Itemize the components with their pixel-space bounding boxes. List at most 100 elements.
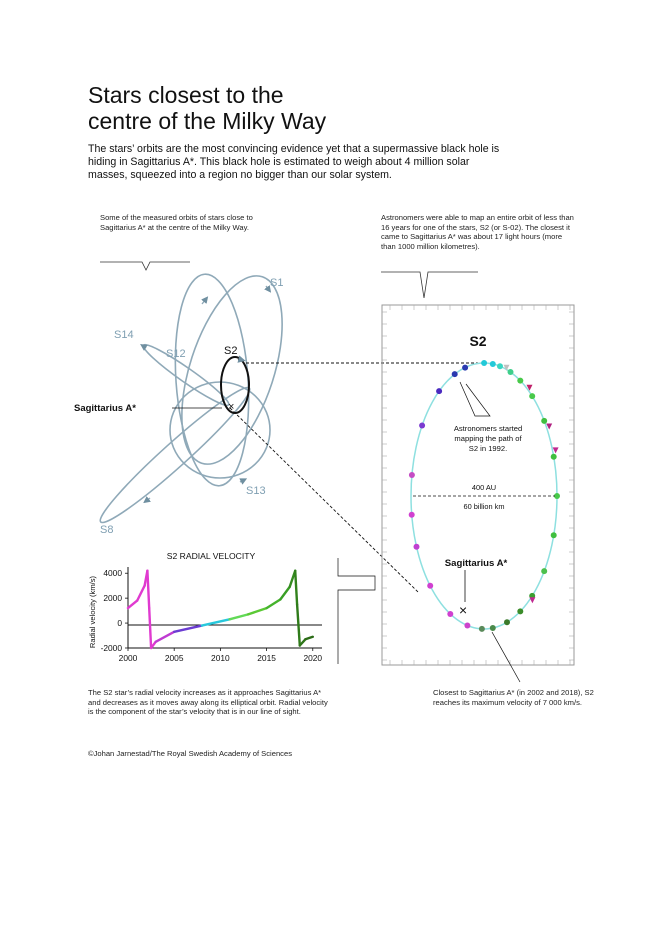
orbit-direction-arrow (239, 478, 248, 485)
chart-line-segment (295, 603, 301, 647)
intro-text: The stars’ orbits are the most convincin… (88, 143, 500, 182)
mapping-note-leader (459, 381, 491, 417)
s2-observation-point (419, 422, 426, 429)
chart-line-segment (126, 599, 139, 610)
orbit-direction-arrow (264, 285, 272, 293)
radial-velocity-caption: The S2 star’s radial velocity increases … (88, 688, 328, 717)
orbit-direction-arrow (140, 344, 148, 351)
sgr-cross-small: × (228, 401, 234, 413)
s2-observations (408, 360, 560, 632)
chart-line-segment (246, 606, 268, 616)
orbit-s13 (169, 381, 271, 479)
chart-line-segment (228, 613, 250, 621)
s2-observation-point (447, 611, 454, 617)
s2-observation-point (541, 417, 548, 424)
s2-sagittarius-label: Sagittarius A* (445, 558, 508, 569)
chart-bracket (337, 558, 376, 664)
orbit-s1 (181, 275, 283, 465)
scale-km: 60 billion km (463, 502, 504, 511)
chart-x-tick-label: 2000 (119, 653, 138, 663)
chart-x-tick-label: 2005 (165, 653, 184, 663)
s2-observation-point (462, 364, 469, 371)
s2-observation-point (541, 568, 548, 575)
chart-y-tick-label: 4000 (103, 568, 122, 578)
s2-observation-point (413, 543, 420, 550)
scale-au: 400 AU (472, 483, 496, 492)
chart-line-segment (200, 618, 231, 627)
s2-panel-title: S2 (469, 333, 486, 349)
orbit-direction-arrow (143, 496, 151, 504)
chart-x-tick-label: 2010 (211, 653, 230, 663)
chart-x-tick-label: 2015 (257, 653, 276, 663)
label-s1: S1 (270, 277, 283, 289)
s2-observation-marker (526, 384, 533, 391)
s2-observation-marker (552, 447, 559, 454)
s2-observation-point (517, 608, 524, 615)
closest-approach-caption: Closest to Sagittarius A* (in 2002 and 2… (433, 688, 594, 707)
chart-line-segment (294, 569, 299, 606)
chart-y-tick-label: -2000 (101, 643, 123, 653)
mapping-note-line-1: Astronomers started (454, 424, 522, 433)
chart-line-segment (147, 606, 153, 650)
s2-observation-point (517, 377, 524, 384)
s2-direction-arrow (237, 355, 246, 363)
s2-observation-point (464, 622, 471, 629)
orbits-caption: Some of the measured orbits of stars clo… (100, 213, 253, 232)
closest-leader (491, 631, 521, 683)
s2-panel-ticks (382, 305, 574, 665)
page-title: Stars closest to the centre of the Milky… (88, 82, 488, 134)
chart-line-segment (279, 585, 291, 601)
mapping-note-line-2: mapping the path of (454, 434, 522, 443)
s2-observation-marker (503, 364, 510, 371)
label-sagittarius: Sagittarius A* (74, 403, 136, 414)
s2-observation-point (489, 361, 496, 367)
chart-line-segment (172, 624, 204, 633)
chart-series-line (126, 569, 314, 650)
chart-y-tick-label: 0 (117, 618, 122, 628)
page-title-line-1: Stars closest to the (88, 82, 284, 108)
sgr-connector (229, 407, 419, 593)
label-s12: S12 (166, 348, 186, 360)
s2-observation-point (497, 363, 503, 370)
s2-observation-point (554, 493, 560, 499)
s2-orbit-caption: Astronomers were able to map an entire o… (381, 213, 574, 251)
orbits-caption-callout (100, 261, 190, 271)
s2-observation-marker (546, 423, 553, 430)
chart-line-segment (265, 598, 282, 610)
chart-title: S2 RADIAL VELOCITY (167, 551, 256, 561)
chart-y-tick-label: 2000 (103, 593, 122, 603)
s2-observation-point (408, 472, 415, 478)
chart-line-segment (135, 584, 146, 602)
s2-observation-point (436, 388, 443, 395)
s2-observation-point (489, 625, 496, 631)
s2-observation-point (507, 369, 514, 375)
s2-observation-point (427, 582, 434, 589)
chart-line-segment (304, 635, 314, 641)
label-s2: S2 (224, 345, 237, 357)
orbit-s2 (220, 356, 250, 414)
s2-panel: S2 Astronomers started mapping the path … (337, 304, 575, 683)
chart-line-segment (154, 630, 176, 643)
chart-line-segment (146, 569, 151, 610)
chart-line-segment (298, 638, 307, 647)
page-title-line-2: centre of the Milky Way (88, 108, 327, 134)
label-s14: S14 (114, 329, 134, 341)
orbit-s14 (142, 343, 230, 407)
s2-observation-marker (529, 597, 536, 604)
chart-line-segment (149, 640, 157, 650)
s2-observation-point (550, 532, 557, 539)
chart-x-tick-label: 2020 (303, 653, 322, 663)
s2-observation-point (504, 619, 510, 626)
label-s13: S13 (246, 485, 266, 497)
s2-observation-point (451, 371, 458, 378)
orbit-direction-arrow (201, 296, 209, 305)
s2-observation-point (408, 511, 415, 518)
chart-ticks: 2000 2005 2010 2015 2020 4000 2000 0 -2000 (101, 568, 323, 663)
label-s8: S8 (100, 524, 113, 536)
chart-y-axis-label: Radial velocity (km/s) (88, 575, 97, 648)
s2-observation-point (550, 453, 557, 460)
s2-caption-callout (381, 271, 478, 299)
radial-velocity-chart: S2 RADIAL VELOCITY Radial velocity (km/s… (88, 551, 322, 663)
s2-observation-point (481, 360, 488, 366)
